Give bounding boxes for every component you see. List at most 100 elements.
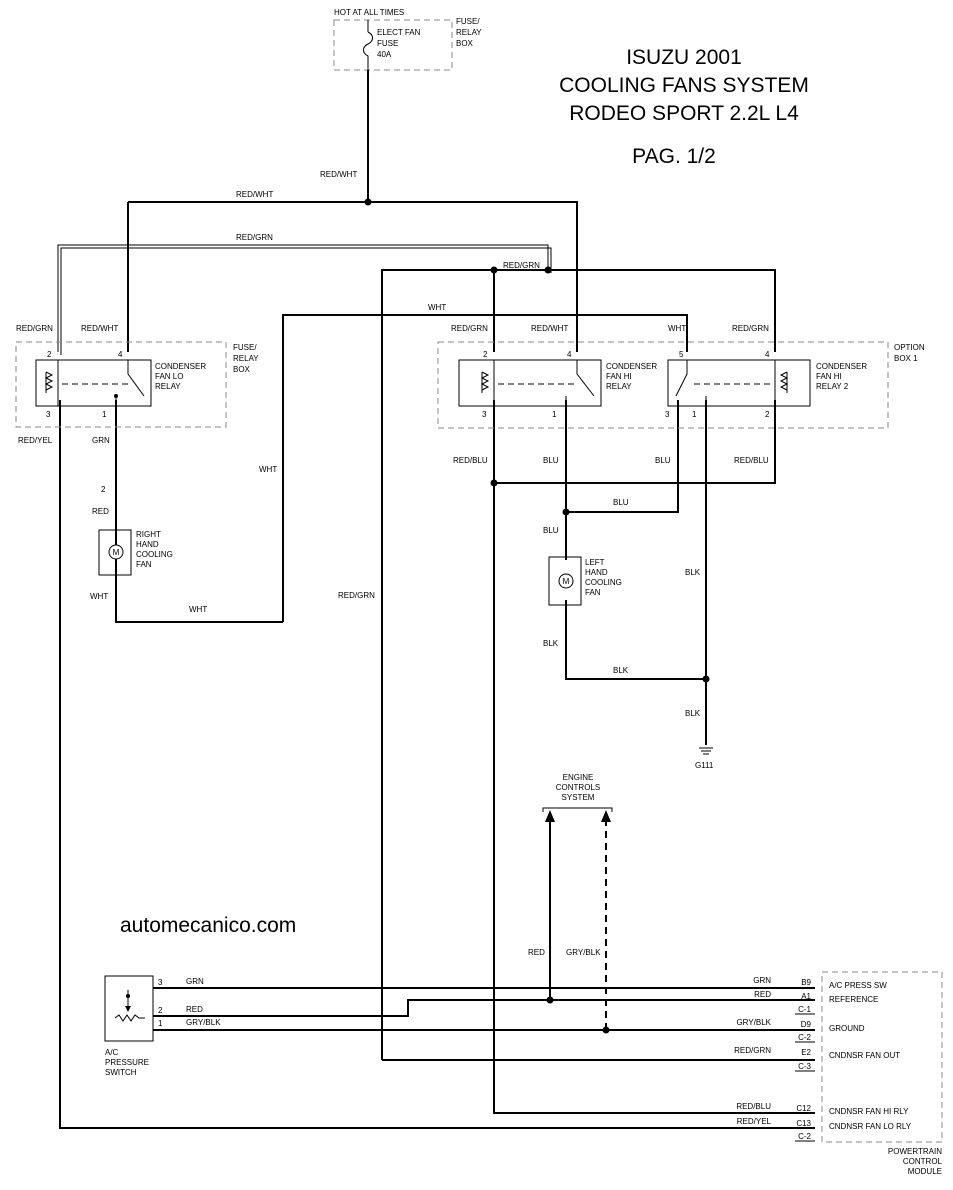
wire-label: WHT (259, 465, 277, 474)
wire-label: RED/GRN (503, 261, 540, 270)
relay-lo-label-1: CONDENSER (155, 362, 206, 371)
wire-label: BLK (685, 709, 701, 718)
relay-hi2-coil (774, 360, 789, 406)
relay-hi2-pin1: 1 (692, 410, 697, 419)
splice-red-blu (490, 479, 498, 487)
fuse-block: HOT AT ALL TIMES ELECT FAN FUSE 40A FUSE… (333, 8, 482, 71)
title-line-3: RODEO SPORT 2.2L L4 (569, 102, 799, 125)
wire-label: RED/BLU (734, 456, 769, 465)
engine-controls-system: ENGINE CONTROLS SYSTEM (542, 773, 613, 1030)
wire-label: BLK (543, 639, 559, 648)
wire-blk-lfan (565, 600, 706, 680)
splice-blu (562, 508, 570, 516)
switch-label-2: PRESSURE (105, 1058, 149, 1067)
wire-label: RED/WHT (320, 170, 357, 179)
pcm-label-1: POWERTRAIN (888, 1147, 942, 1156)
switch-housing (104, 975, 154, 1042)
lfan-label-3: COOLING (585, 578, 622, 587)
pcm-pin-2: D9 (801, 1020, 812, 1029)
pcm-pin-5: C13 (796, 1119, 811, 1128)
fuse-relay-box-outline (333, 19, 453, 71)
condenser-fan-hi-relay (458, 359, 602, 407)
arrow-up-icon (601, 810, 611, 822)
splice-red-grn-b (544, 266, 552, 274)
wire-label: GRY/BLK (186, 1018, 221, 1027)
wire-sw-red (153, 999, 815, 1017)
condenser-fan-lo-relay (35, 359, 152, 407)
wire-label: RED/WHT (531, 324, 568, 333)
left-hand-cooling-fan: M LEFT HAND COOLING FAN (548, 556, 622, 606)
rfan-label-2: HAND (136, 540, 159, 549)
splices (364, 198, 710, 1034)
pcm-func-1: REFERENCE (829, 995, 878, 1004)
wire-label: RED/YEL (18, 436, 53, 445)
rfan-pin: 2 (101, 485, 106, 494)
wire-label: BLU (543, 526, 559, 535)
wire-labels: RED/WHT RED/WHT RED/GRN RED/GRN WHT RED/… (16, 170, 769, 1027)
relay-hi-label-3: RELAY (606, 382, 632, 391)
wire-red-grn-top (57, 244, 549, 352)
arrow-up-icon (545, 810, 555, 822)
relay-hi-label-2: FAN HI (606, 372, 632, 381)
pcm-func-5: CNDNSR FAN LO RLY (829, 1122, 912, 1131)
pcm-pin-4: C12 (796, 1104, 811, 1113)
relay-switch (115, 360, 145, 406)
ground-g111: G111 (695, 747, 714, 770)
right-hand-cooling-fan: 2 M RIGHT HAND COOLING FAN (98, 485, 173, 576)
rfan-housing (98, 529, 132, 576)
title-line-1: ISUZU 2001 (626, 46, 742, 69)
fuse-symbol (363, 20, 373, 70)
ecs-label-3: SYSTEM (562, 793, 595, 802)
relay-hi-pin2: 2 (483, 350, 488, 359)
page-number: PAG. 1/2 (632, 145, 716, 168)
wire-red-yel (59, 400, 815, 1129)
wire-red-grn-mid (381, 269, 776, 1060)
motor-icon (558, 573, 574, 589)
wire-label: RED/BLU (453, 456, 488, 465)
title-block: ISUZU 2001 COOLING FANS SYSTEM RODEO SPO… (559, 46, 809, 168)
wire-red-wht-bus (128, 201, 578, 352)
relay-hi2-label-3: RELAY 2 (816, 382, 849, 391)
relay-hi-label-1: CONDENSER (606, 362, 657, 371)
wire-label: RED (92, 507, 109, 516)
connector-lines (795, 1013, 815, 1142)
pcm-func-0: A/C PRESS SW (829, 981, 887, 990)
pcm-label-2: CONTROL (903, 1157, 943, 1166)
relay-lo-label-2: FAN LO (155, 372, 183, 381)
ecs-label-2: CONTROLS (556, 783, 600, 792)
powertrain-control-module: POWERTRAIN CONTROL MODULE GRN B9 A/C PRE… (734, 971, 943, 1176)
fuse-box-label-3: BOX (456, 39, 474, 48)
relay-hi2-pin5: 5 (679, 350, 684, 359)
relay-hi2-pin3: 3 (665, 410, 670, 419)
fuse-box-label-1: FUSE/ (456, 17, 480, 26)
pcm-wire-5: RED/YEL (737, 1117, 772, 1126)
splice-red-wht (364, 198, 372, 206)
pcm-outline (821, 971, 943, 1143)
option-box-label-2: BOX 1 (894, 354, 918, 363)
pcm-func-3: CNDNSR FAN OUT (829, 1051, 900, 1060)
pcm-conn-3: C-3 (798, 1062, 811, 1071)
lfan-motor-label: M (563, 577, 570, 586)
relay-hi2-pin4: 4 (765, 350, 770, 359)
motor-icon (108, 544, 124, 560)
wire-red-grn-top-2 (60, 247, 552, 355)
wire-label: WHT (668, 324, 686, 333)
wire-red-blu (493, 400, 815, 1114)
relay-lo-label-3: RELAY (155, 382, 181, 391)
ground-icon (699, 747, 713, 755)
wire-label: WHT (90, 592, 108, 601)
ac-pressure-switch: A/C PRESSURE SWITCH 3 2 1 (104, 975, 815, 1077)
fuse-rating: 40A (377, 50, 392, 59)
wire-label: BLU (655, 456, 671, 465)
title-line-2: COOLING FANS SYSTEM (559, 74, 809, 97)
wire-label: WHT (428, 303, 446, 312)
relay-lo-pin3: 3 (46, 410, 51, 419)
hot-at-all-times-label: HOT AT ALL TIMES (334, 8, 404, 17)
switch-symbol (114, 990, 145, 1022)
rfan-label-4: FAN (136, 560, 152, 569)
wire-label: BLK (613, 666, 629, 675)
relay-box-label-3: BOX (233, 365, 251, 374)
pcm-wire-0: GRN (753, 976, 771, 985)
wire-label: RED (186, 1005, 203, 1014)
